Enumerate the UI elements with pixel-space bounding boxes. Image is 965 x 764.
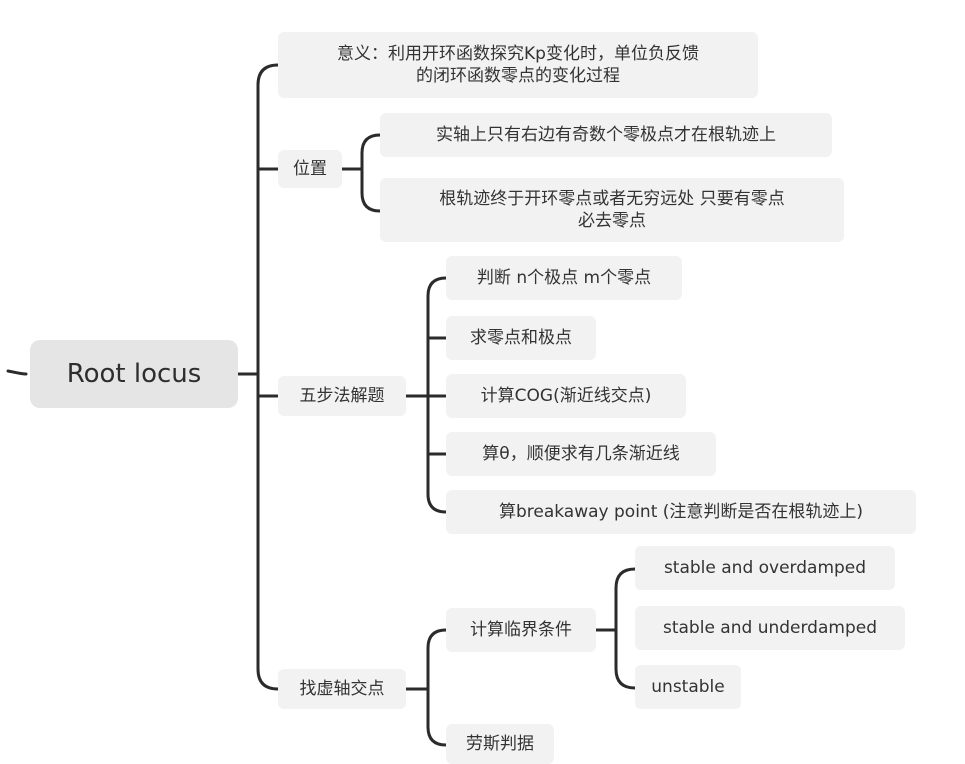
step-5[interactable]: 算breakaway point (注意判断是否在根轨迹上) <box>446 490 916 534</box>
critical-child-3[interactable]: unstable <box>635 665 741 709</box>
main-spine <box>256 63 280 691</box>
position-child-2-line-2: 必去零点 <box>578 211 646 231</box>
position-child-2-line-1: 根轨迹终于开环零点或者无穷远处 只要有零点 <box>439 189 785 209</box>
meaning-line-2: 的闭环函数零点的变化过程 <box>416 66 620 86</box>
step-1[interactable]: 判断 n个极点 m个零点 <box>446 256 682 300</box>
root-left-stub <box>6 369 28 376</box>
imag-axis-node[interactable]: 找虚轴交点 <box>278 669 406 709</box>
step-4[interactable]: 算θ，顺便求有几条渐近线 <box>446 432 716 476</box>
critical-child-1[interactable]: stable and overdamped <box>635 546 895 590</box>
meaning-line-1: 意义：利用开环函数探究Kp变化时，单位负反馈 <box>337 44 699 64</box>
critical-child-2[interactable]: stable and underdamped <box>635 606 905 650</box>
step-2[interactable]: 求零点和极点 <box>446 316 596 360</box>
critical-bracket <box>614 567 637 690</box>
imag-axis-bracket <box>426 628 448 747</box>
root-node[interactable]: Root locus <box>30 340 238 408</box>
step-3[interactable]: 计算COG(渐近线交点) <box>446 374 686 418</box>
critical-condition-node[interactable]: 计算临界条件 <box>446 608 596 652</box>
position-child-1[interactable]: 实轴上只有右边有奇数个零极点才在根轨迹上 <box>380 113 832 157</box>
position-node[interactable]: 位置 <box>278 150 342 188</box>
position-child-2[interactable]: 根轨迹终于开环零点或者无穷远处 只要有零点 必去零点 <box>380 178 844 242</box>
meaning-node[interactable]: 意义：利用开环函数探究Kp变化时，单位负反馈 的闭环函数零点的变化过程 <box>278 32 758 98</box>
position-bracket <box>360 133 382 213</box>
routh-node[interactable]: 劳斯判据 <box>446 724 554 764</box>
five-steps-node[interactable]: 五步法解题 <box>278 376 406 416</box>
